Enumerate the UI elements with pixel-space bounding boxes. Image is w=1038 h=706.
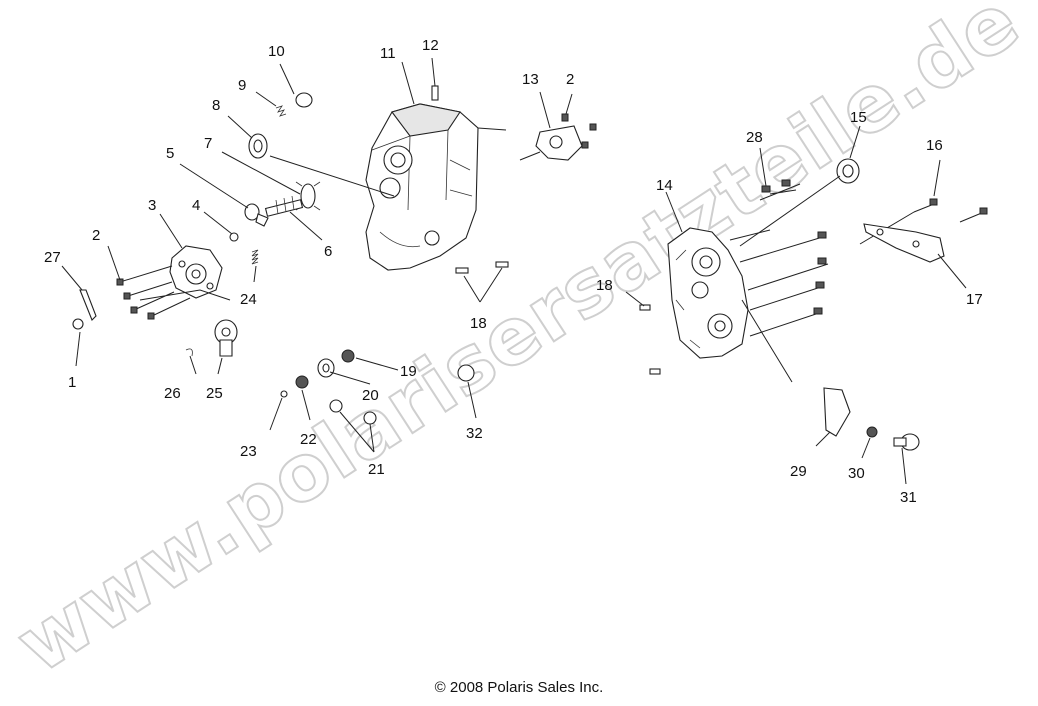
callout-2-left: 2: [92, 227, 100, 244]
shift-housing-part: [169, 245, 223, 299]
callout-7: 7: [204, 135, 212, 152]
callout-15: 15: [850, 109, 867, 126]
callout-8: 8: [212, 97, 220, 114]
spring-part: [275, 105, 287, 117]
callout-26: 26: [164, 385, 181, 402]
callout-3: 3: [148, 197, 156, 214]
ring-part: [280, 390, 288, 398]
callout-10: 10: [268, 43, 285, 60]
gear-part: [295, 375, 309, 389]
watermark-text: www.polarisersatzteile.de: [1, 0, 1035, 691]
callout-21: 21: [368, 461, 385, 478]
callout-30: 30: [848, 465, 865, 482]
callout-22: 22: [300, 431, 317, 448]
copyright-notice: © 2008 Polaris Sales Inc.: [434, 679, 604, 696]
callout-4: 4: [192, 197, 200, 214]
knob-part: [893, 433, 920, 451]
bolt-part: [929, 198, 938, 206]
bracket-part: [79, 289, 97, 321]
callout-28: 28: [746, 129, 763, 146]
callout-1: 1: [68, 374, 76, 391]
callout-6: 6: [324, 243, 332, 260]
nut-part: [866, 426, 878, 438]
bracket-part: [823, 387, 851, 437]
callout-25: 25: [206, 385, 223, 402]
bracket-part: [863, 223, 945, 263]
callout-18-left: 18: [470, 315, 487, 332]
callout-29: 29: [790, 463, 807, 480]
spring-part: [251, 249, 259, 265]
callout-5: 5: [166, 145, 174, 162]
nut-part: [363, 411, 377, 425]
nut-part: [72, 318, 84, 330]
side-cover-part: [667, 227, 749, 359]
callout-12: 12: [422, 37, 439, 54]
callout-9: 9: [238, 77, 246, 94]
callout-18-right: 18: [596, 277, 613, 294]
callout-16: 16: [926, 137, 943, 154]
shift-arm-part: [214, 319, 238, 357]
nut-part: [329, 399, 343, 413]
callout-24: 24: [240, 291, 257, 308]
callout-14: 14: [656, 177, 673, 194]
gear-small-part: [341, 349, 355, 363]
callout-2-top: 2: [566, 71, 574, 88]
gear-part: [295, 181, 321, 211]
callout-32: 32: [466, 425, 483, 442]
shaft-part: [264, 195, 304, 217]
bushing-part: [457, 364, 475, 382]
washer-part: [244, 203, 260, 221]
main-housing-part: [365, 103, 479, 271]
callout-23: 23: [240, 443, 257, 460]
bolt-part: [561, 113, 569, 122]
callout-19: 19: [400, 363, 417, 380]
ring-part: [229, 232, 239, 242]
callout-27: 27: [44, 249, 61, 266]
callout-20: 20: [362, 387, 379, 404]
callout-13: 13: [522, 71, 539, 88]
callout-31: 31: [900, 489, 917, 506]
dowel-pin-part: [431, 85, 439, 101]
callout-17: 17: [966, 291, 983, 308]
long-bolts-part: [729, 179, 829, 337]
callout-11: 11: [380, 45, 396, 62]
clip-part: [185, 348, 193, 357]
cap-part: [295, 92, 313, 108]
dowel-pin-part: [455, 267, 469, 274]
